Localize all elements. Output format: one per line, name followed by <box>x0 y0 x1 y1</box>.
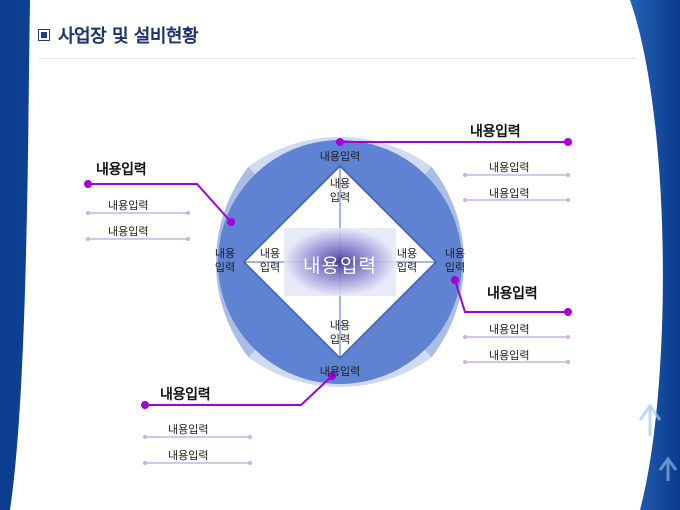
item-underlines <box>88 174 568 464</box>
diamond-label-top-line2: 입력 <box>329 191 351 204</box>
connector-bottom-left <box>145 375 333 406</box>
callout-bottom-left-heading: 내용입력 <box>160 387 211 403</box>
callout-right-item-2: 내용입력 <box>489 349 530 362</box>
title-divider <box>38 58 636 59</box>
page-title-text: 사업장 및 설비현황 <box>58 26 199 47</box>
ring-label-bottom: 내용입력 <box>319 365 361 378</box>
diamond-outline <box>242 164 438 360</box>
diamond-label-left-line1: 내용 <box>259 247 281 260</box>
callout-right-heading: 내용입력 <box>487 286 538 302</box>
diamond-label-bottom-line2: 입력 <box>329 333 351 346</box>
diamond-center-glow <box>284 228 396 296</box>
callout-top-right-heading: 내용입력 <box>470 124 521 140</box>
diamond-label-left: 내용 입력 <box>250 247 290 275</box>
callout-bottom-left-item-2: 내용입력 <box>168 449 209 462</box>
ring-label-top: 내용입력 <box>319 150 361 163</box>
dot <box>564 308 572 316</box>
ring-label-left-line2: 입력 <box>214 261 236 274</box>
ring-label-right-line2: 입력 <box>444 261 466 274</box>
callout-bottom-left-item-1: 내용입력 <box>168 423 209 436</box>
ring-label-left: 내용 입력 <box>205 247 245 275</box>
diamond-label-bottom: 내용 입력 <box>320 319 360 347</box>
square-bullet-icon <box>38 29 50 41</box>
item-underline-dots <box>86 173 570 465</box>
dot <box>564 138 572 146</box>
diamond-label-right: 내용 입력 <box>387 247 427 275</box>
page-title: 사업장 및 설비현황 <box>38 22 199 48</box>
dot <box>451 276 459 284</box>
dot <box>227 218 235 226</box>
diamond-label-bottom-line1: 내용 <box>329 319 351 332</box>
diamond <box>242 164 438 360</box>
dot <box>141 401 149 409</box>
dot <box>84 180 92 188</box>
dot <box>336 138 344 146</box>
ring-label-right: 내용 입력 <box>435 247 475 275</box>
connector-lines <box>88 141 568 406</box>
diamond-label-top-line1: 내용 <box>329 177 351 190</box>
connector-dots <box>84 138 572 409</box>
connector-left <box>88 183 232 223</box>
callout-right-item-1: 내용입력 <box>489 323 530 336</box>
diamond-label-right-line1: 내용 <box>396 247 418 260</box>
callout-left-heading: 내용입력 <box>96 162 147 178</box>
connector-right <box>454 279 568 313</box>
ring-label-left-line1: 내용 <box>214 247 236 260</box>
dot <box>328 372 336 380</box>
callout-top-right-item-2: 내용입력 <box>489 187 530 200</box>
center-label: 내용입력 <box>303 255 377 277</box>
diamond-label-right-line2: 입력 <box>396 261 418 274</box>
ring-label-right-line1: 내용 <box>444 247 466 260</box>
diamond-label-top: 내용 입력 <box>320 177 360 205</box>
diamond-label-left-line2: 입력 <box>259 261 281 274</box>
callout-left-item-2: 내용입력 <box>108 225 149 238</box>
callout-left-item-1: 내용입력 <box>108 199 149 212</box>
callout-top-right-item-1: 내용입력 <box>489 161 530 174</box>
